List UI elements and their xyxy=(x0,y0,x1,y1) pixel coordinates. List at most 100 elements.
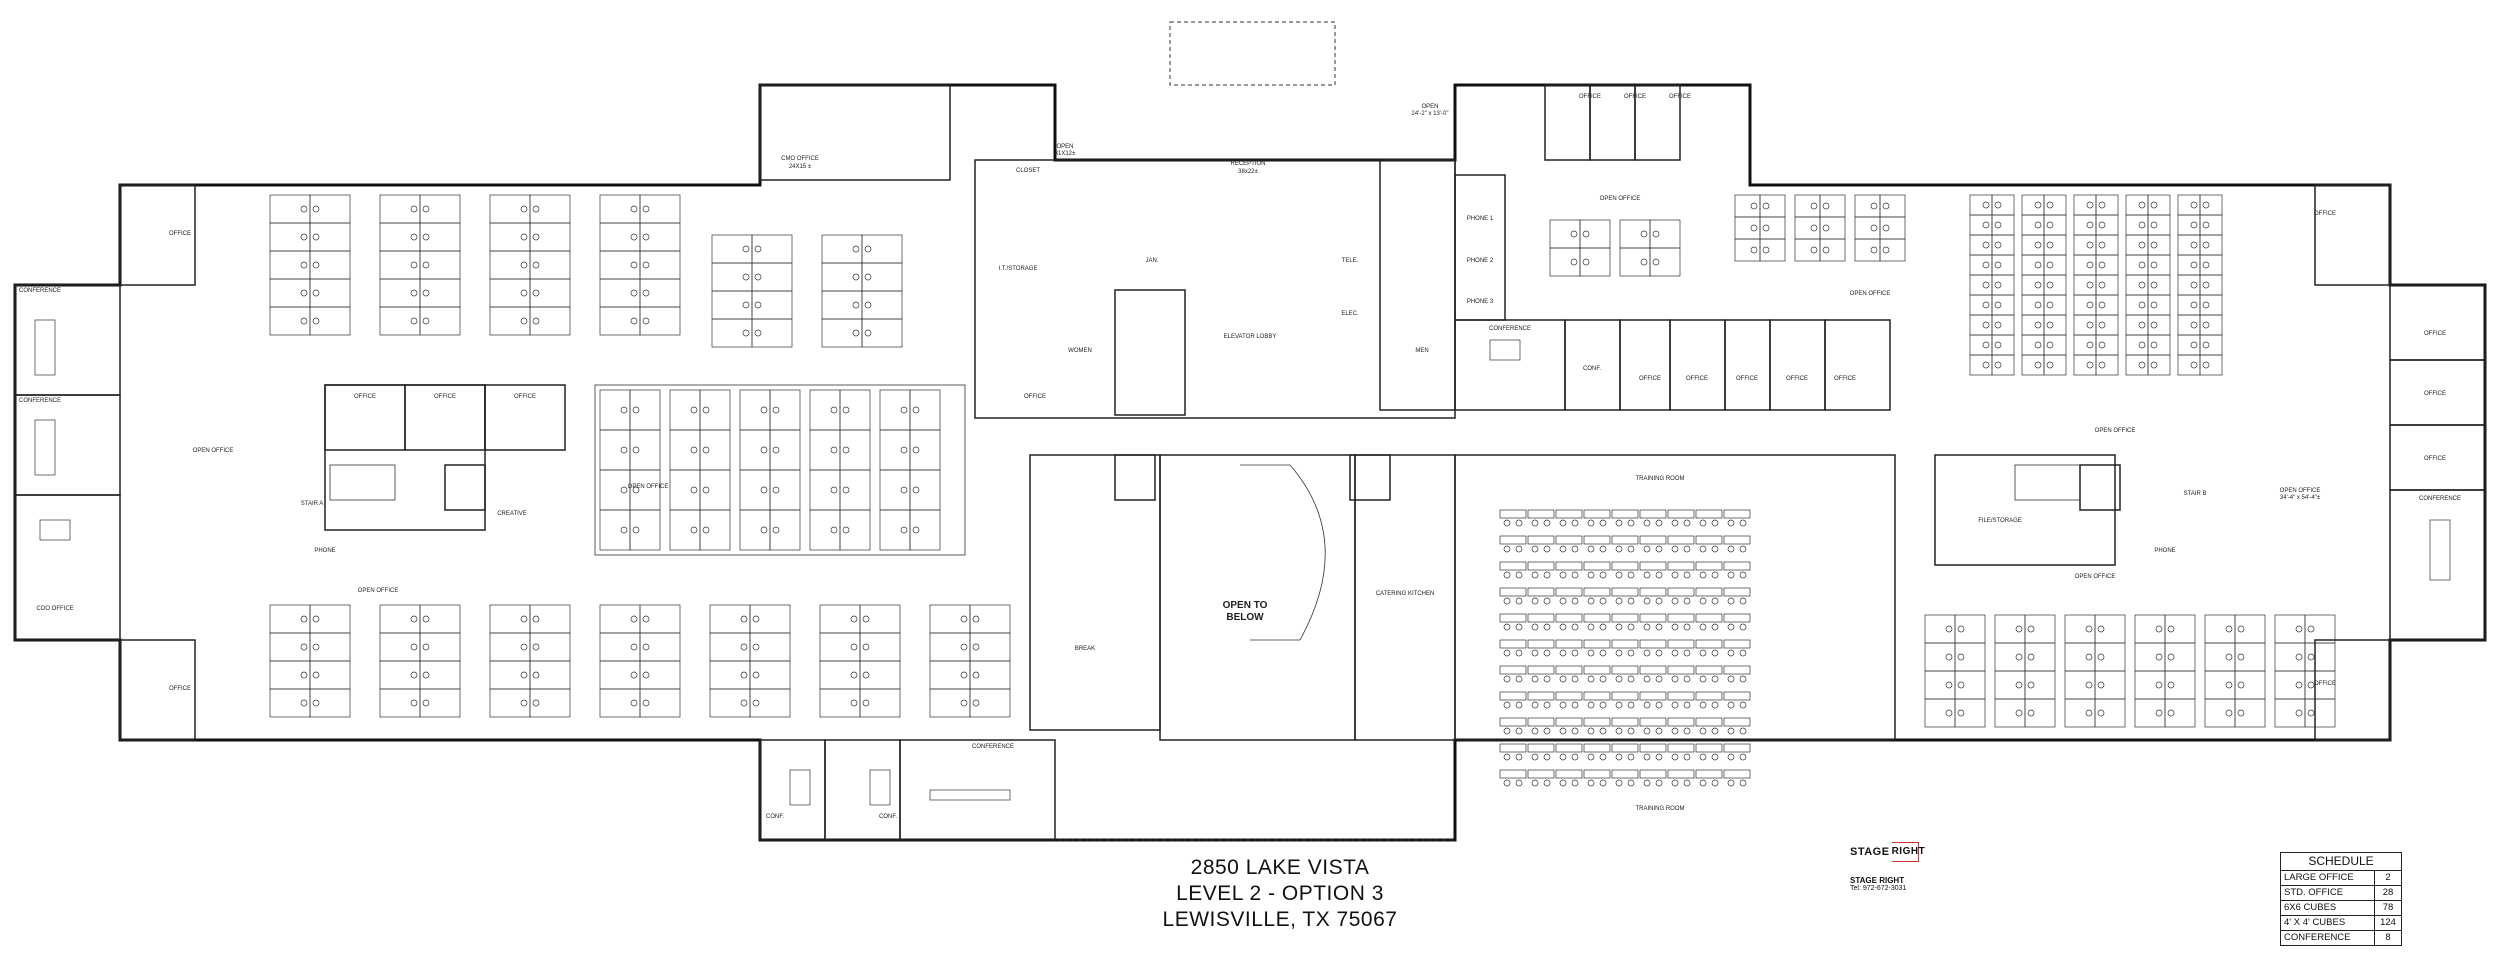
chair-icon xyxy=(760,486,768,494)
chair-icon xyxy=(1643,519,1651,527)
cube-workstation xyxy=(269,278,311,308)
training-table xyxy=(1527,613,1555,623)
cube-workstation xyxy=(599,632,641,662)
chair-icon xyxy=(312,671,320,679)
chair-icon xyxy=(690,446,698,454)
chair-icon xyxy=(1627,545,1635,553)
chair-icon xyxy=(2202,361,2210,369)
cube-workstation xyxy=(379,278,421,308)
chair-icon xyxy=(842,406,850,414)
cube-workstation xyxy=(489,194,531,224)
chair-icon xyxy=(1683,753,1691,761)
conference-tables xyxy=(34,319,2451,806)
chair-icon xyxy=(1571,675,1579,683)
cube-workstation xyxy=(1734,194,1761,218)
chair-icon xyxy=(520,205,528,213)
chair-icon xyxy=(1503,727,1511,735)
training-room-label-2: TRAINING ROOM xyxy=(1636,806,1685,812)
chair-icon xyxy=(772,486,780,494)
cube-workstation xyxy=(929,688,971,718)
cube-workstation xyxy=(2064,642,2096,672)
training-table xyxy=(1527,639,1555,649)
chair-icon xyxy=(2034,321,2042,329)
training-table xyxy=(1611,717,1639,727)
training-table xyxy=(1723,691,1751,701)
chair-icon xyxy=(1531,649,1539,657)
cube-workstation xyxy=(711,318,753,348)
chair-icon xyxy=(1531,701,1539,709)
chair-icon xyxy=(1543,701,1551,709)
men-label: MEN xyxy=(1415,348,1428,354)
chair-icon xyxy=(1683,649,1691,657)
chair-icon xyxy=(300,205,308,213)
chair-icon xyxy=(1699,545,1707,553)
chair-icon xyxy=(1599,519,1607,527)
chair-icon xyxy=(1515,753,1523,761)
chair-icon xyxy=(1587,571,1595,579)
chair-icon xyxy=(1627,623,1635,631)
chair-icon xyxy=(772,526,780,534)
coo-office-label: COO OFFICE xyxy=(36,606,73,612)
chair-icon xyxy=(1671,649,1679,657)
training-table xyxy=(1695,587,1723,597)
chair-icon xyxy=(1957,681,1965,689)
training-table xyxy=(1667,717,1695,727)
left-offices xyxy=(14,84,1056,841)
chair-icon xyxy=(2097,625,2105,633)
chair-icon xyxy=(642,261,650,269)
chair-icon xyxy=(422,671,430,679)
chair-icon xyxy=(1627,727,1635,735)
training-table xyxy=(1695,613,1723,623)
chair-icon xyxy=(972,615,980,623)
chair-icon xyxy=(1683,519,1691,527)
cube-workstation xyxy=(489,250,531,280)
cube-workstation xyxy=(529,250,571,280)
file-storage-label: FILE/STORAGE xyxy=(1978,518,2022,524)
cube-workstation xyxy=(1579,247,1611,277)
schedule-count: 2 xyxy=(2385,872,2391,883)
chair-icon xyxy=(312,317,320,325)
training-table xyxy=(1639,509,1667,519)
right-offices xyxy=(1454,84,2486,741)
open-office-label-2: OPEN OFFICE xyxy=(1850,291,1891,297)
training-table xyxy=(1611,535,1639,545)
chair-icon xyxy=(300,699,308,707)
cube-workstation xyxy=(1819,194,1846,218)
office-r7: OFFICE xyxy=(1786,376,1808,382)
chair-icon xyxy=(520,233,528,241)
project-level: LEVEL 2 - OPTION 3 xyxy=(1176,882,1384,905)
chair-icon xyxy=(410,289,418,297)
chair-icon xyxy=(1599,779,1607,787)
chair-icon xyxy=(1515,597,1523,605)
chair-icon xyxy=(1671,545,1679,553)
cube-workstation xyxy=(2024,614,2056,644)
training-table xyxy=(1723,613,1751,623)
cube-workstation xyxy=(2043,354,2067,376)
chair-icon xyxy=(1543,649,1551,657)
cube-workstation xyxy=(711,290,753,320)
chair-icon xyxy=(1503,623,1511,631)
training-table xyxy=(1527,665,1555,675)
training-table xyxy=(1583,509,1611,519)
chair-icon xyxy=(740,671,748,679)
cube-workstation xyxy=(1759,216,1786,240)
chair-icon xyxy=(2086,281,2094,289)
training-table xyxy=(1611,691,1639,701)
training-table xyxy=(1723,509,1751,519)
chair-icon xyxy=(830,446,838,454)
chair-icon xyxy=(2155,653,2163,661)
training-table xyxy=(1555,613,1583,623)
chair-icon xyxy=(2086,201,2094,209)
cube-workstation xyxy=(529,688,571,718)
office-r1: OFFICE xyxy=(1579,94,1601,100)
chair-icon xyxy=(1711,753,1719,761)
chair-icon xyxy=(2034,241,2042,249)
cube-workstation xyxy=(2094,698,2126,728)
chair-icon xyxy=(642,233,650,241)
chair-icon xyxy=(1531,571,1539,579)
office-left-top: OFFICE xyxy=(169,231,191,237)
chair-icon xyxy=(422,289,430,297)
chair-icon xyxy=(300,261,308,269)
chair-icon xyxy=(900,486,908,494)
chair-icon xyxy=(830,486,838,494)
